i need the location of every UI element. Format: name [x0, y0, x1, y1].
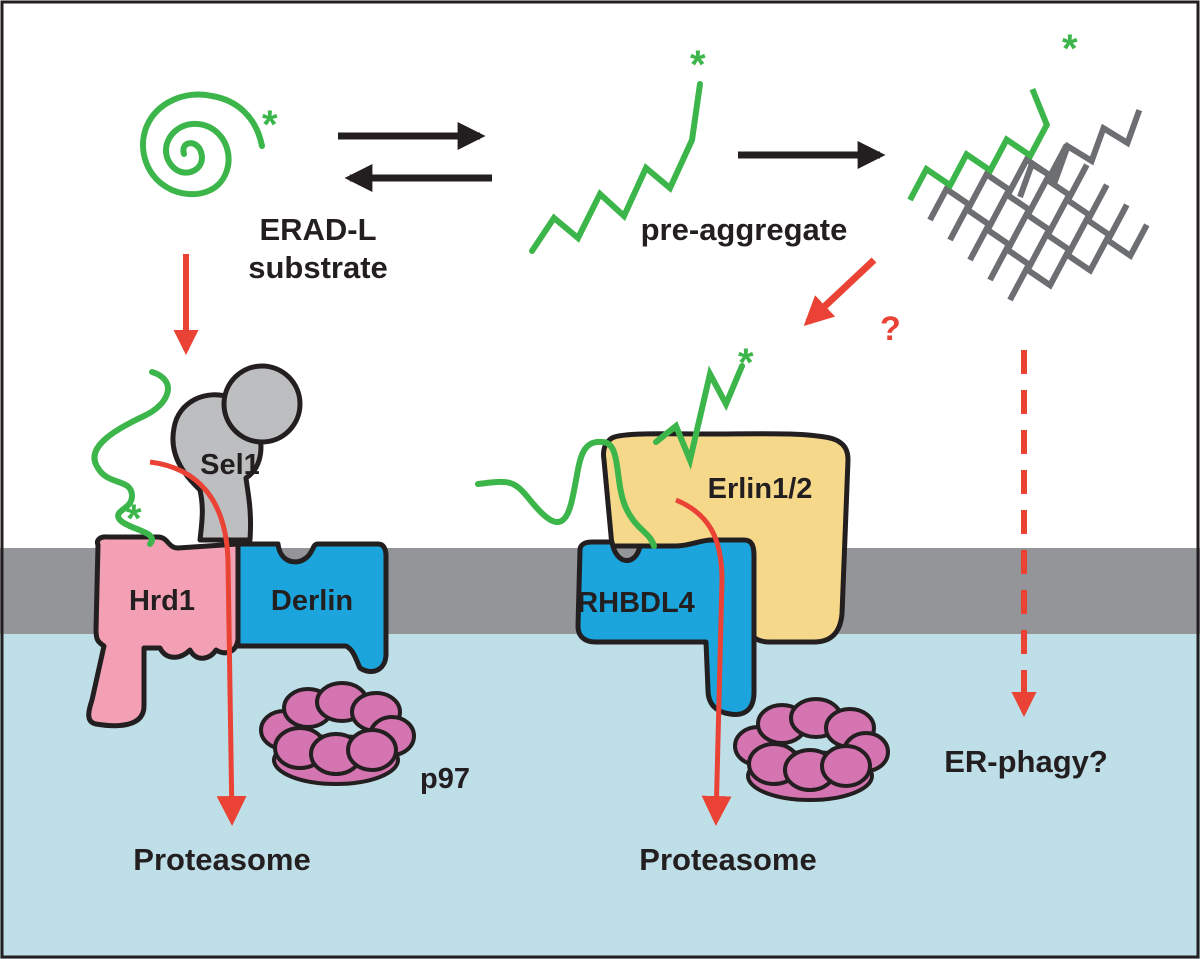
erlin-label: Erlin1/2 — [708, 473, 813, 505]
substrate-spiral — [140, 91, 265, 197]
sel1-label: Sel1 — [200, 449, 260, 481]
question-mark-label: ? — [880, 310, 901, 348]
erad-substrate-label-line1: ERAD-L — [259, 212, 376, 247]
p97-label: p97 — [420, 763, 470, 795]
sel1-head — [221, 363, 303, 445]
erad-substrate-label-line2: substrate — [248, 250, 388, 285]
aggregate-stack — [907, 88, 1150, 302]
cytosol-region — [0, 634, 1200, 959]
pre-aggregate-zigzag — [529, 81, 703, 254]
proteasome-left-label: Proteasome — [133, 842, 310, 877]
pre-aggregate-to-rhbdl4-arrow — [803, 257, 877, 327]
pre-aggregate-label: pre-aggregate — [641, 212, 848, 247]
hrd1-label: Hrd1 — [129, 585, 195, 617]
derlin-label: Derlin — [271, 585, 353, 617]
pre-aggregate-star-icon: * — [690, 43, 706, 87]
retrotranslocation-arrow-right — [675, 497, 732, 826]
aggregate-star-icon: * — [1062, 27, 1078, 71]
er-phagy-label: ER-phagy? — [944, 744, 1108, 779]
proteasome-right-label: Proteasome — [639, 842, 816, 877]
rhbdl4-label: RHBDL4 — [577, 587, 695, 619]
rhbdl4-protein — [575, 537, 757, 717]
hrd1-substrate-star-icon: * — [126, 497, 142, 541]
rhbdl4-substrate-star-icon: * — [738, 341, 754, 385]
substrate-rhbdl4-zigzag — [653, 363, 745, 470]
substrate-hrd1-chain — [91, 369, 171, 547]
derlin-protein — [235, 541, 389, 674]
hrd1-protein — [86, 534, 241, 729]
substrate-rhbdl4-chain — [475, 438, 657, 549]
retrotranslocation-arrow-left — [149, 459, 247, 826]
substrate-star-icon: * — [262, 103, 278, 147]
